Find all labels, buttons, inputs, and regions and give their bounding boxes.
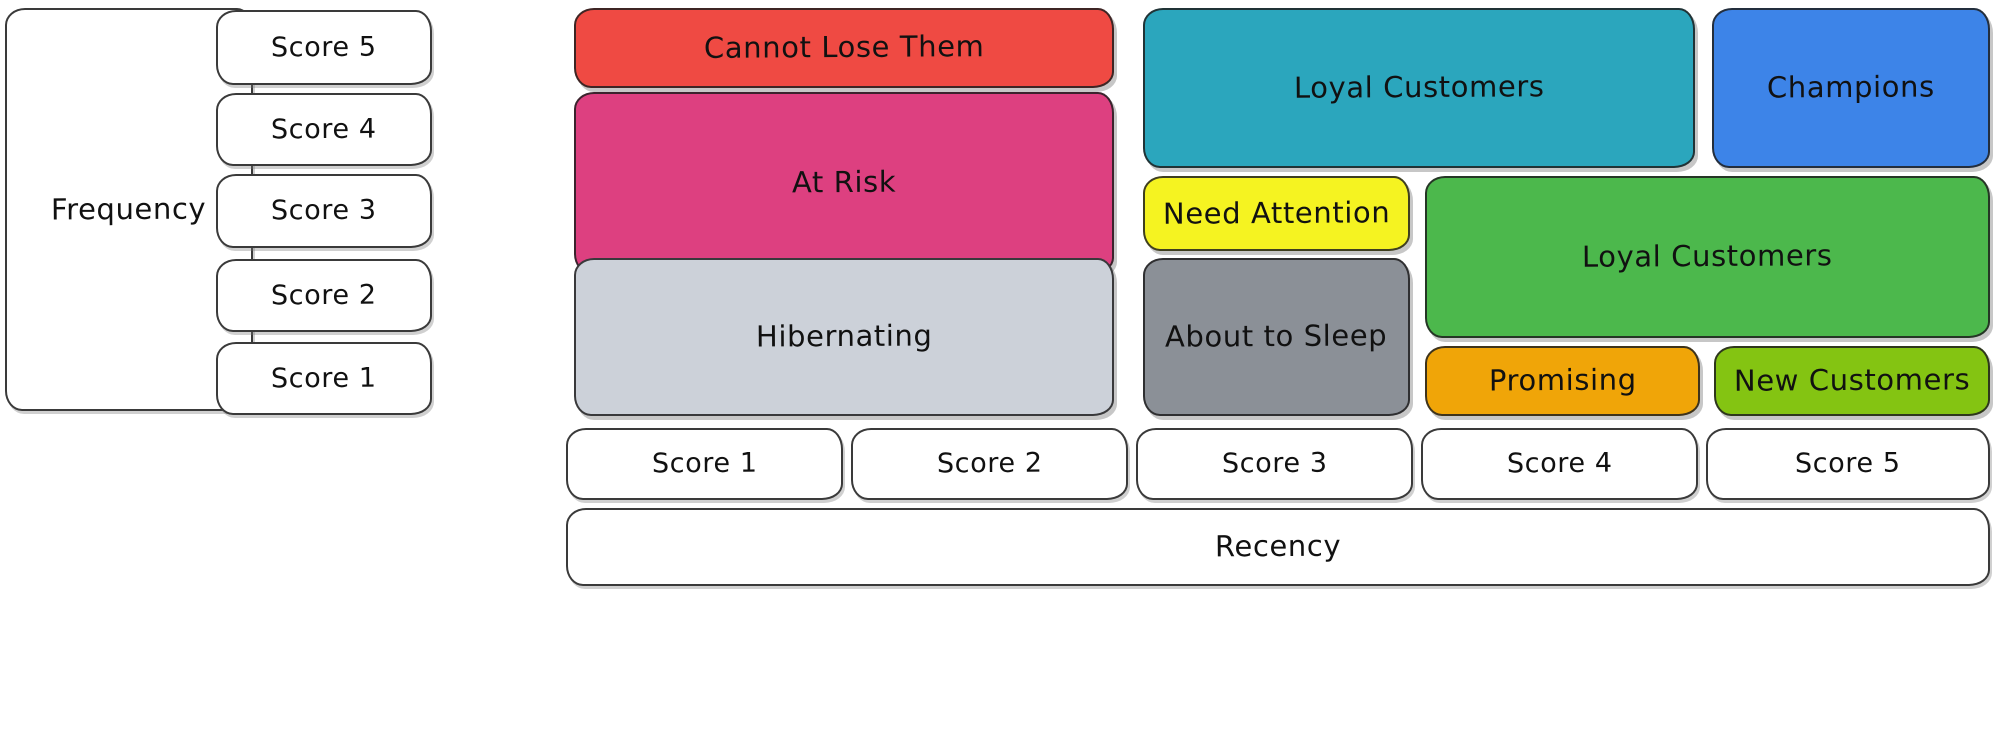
recency-score-3[interactable]: Score 3 [1136,428,1413,500]
segment-loyal-customers-teal-label: Loyal Customers [1293,69,1545,106]
frequency-score-5[interactable]: Score 5 [216,10,432,85]
frequency-score-1[interactable]: Score 1 [216,342,432,415]
segment-need-attention-label: Need Attention [1162,195,1391,231]
frequency-score-1-label: Score 1 [271,362,377,395]
recency-axis-label: Recency [566,508,1990,586]
segment-about-to-sleep-label: About to Sleep [1165,318,1388,355]
segment-cannot-lose-them[interactable]: Cannot Lose Them [574,8,1114,88]
recency-score-5[interactable]: Score 5 [1706,428,1990,500]
frequency-axis-text: Frequency [51,191,207,227]
segment-loyal-customers-green-label: Loyal Customers [1582,238,1833,275]
frequency-score-5-label: Score 5 [271,31,377,64]
frequency-score-2-label: Score 2 [271,279,377,312]
frequency-score-4-label: Score 4 [271,113,377,146]
frequency-score-3[interactable]: Score 3 [216,174,432,248]
segment-at-risk-label: At Risk [791,165,897,200]
recency-score-2[interactable]: Score 2 [851,428,1128,500]
segment-champions[interactable]: Champions [1712,8,1990,168]
recency-score-2-label: Score 2 [936,448,1043,480]
segment-promising[interactable]: Promising [1425,346,1700,416]
segment-loyal-customers-green[interactable]: Loyal Customers [1425,176,1990,338]
recency-score-1-label: Score 1 [651,448,758,480]
segment-hibernating-label: Hibernating [755,318,933,354]
recency-score-1[interactable]: Score 1 [566,428,843,500]
segment-cannot-lose-them-label: Cannot Lose Them [703,29,985,66]
recency-score-5-label: Score 5 [1795,448,1901,480]
segment-need-attention[interactable]: Need Attention [1143,176,1410,251]
frequency-axis-label: Frequency [5,8,253,411]
frequency-score-4[interactable]: Score 4 [216,93,432,166]
recency-score-4[interactable]: Score 4 [1421,428,1698,500]
segment-new-customers-label: New Customers [1733,362,1971,399]
segment-at-risk[interactable]: At Risk [574,92,1114,274]
segment-about-to-sleep[interactable]: About to Sleep [1143,258,1410,416]
recency-score-3-label: Score 3 [1221,448,1328,480]
recency-axis-text: Recency [1214,528,1342,564]
recency-score-4-label: Score 4 [1506,448,1613,480]
frequency-score-2[interactable]: Score 2 [216,259,432,332]
segment-promising-label: Promising [1488,362,1637,398]
frequency-score-3-label: Score 3 [271,195,377,227]
segment-champions-label: Champions [1767,69,1935,105]
segment-new-customers[interactable]: New Customers [1714,346,1990,416]
segment-hibernating[interactable]: Hibernating [574,258,1114,416]
segment-loyal-customers-teal[interactable]: Loyal Customers [1143,8,1695,168]
